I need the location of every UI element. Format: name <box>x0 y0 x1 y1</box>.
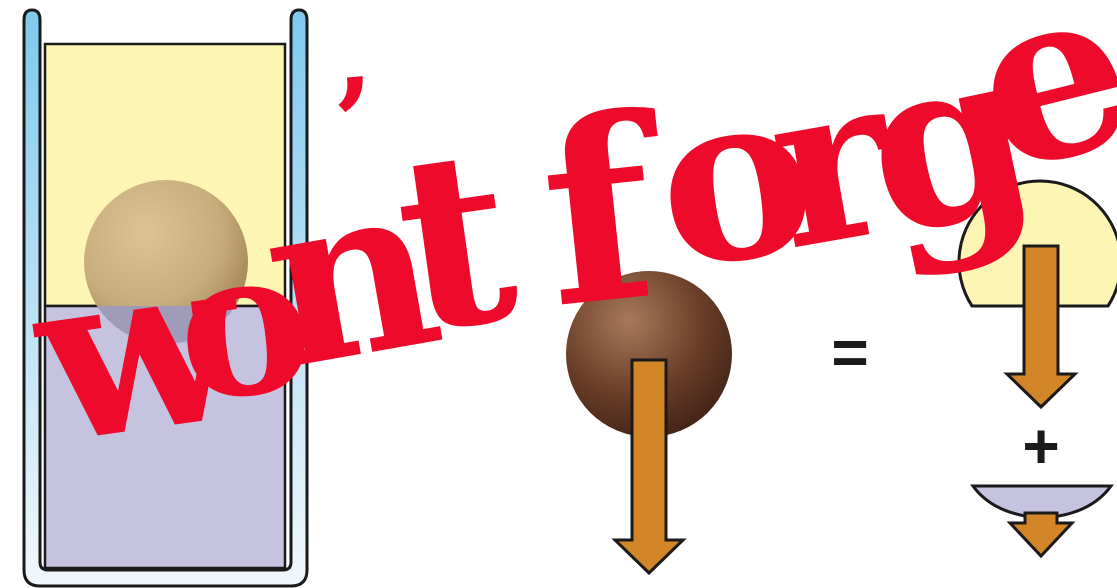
equals-sign: = <box>831 316 868 388</box>
force-arrow-icon <box>1010 513 1072 556</box>
plus-sign: + <box>1022 410 1059 482</box>
segment-group <box>973 486 1111 556</box>
